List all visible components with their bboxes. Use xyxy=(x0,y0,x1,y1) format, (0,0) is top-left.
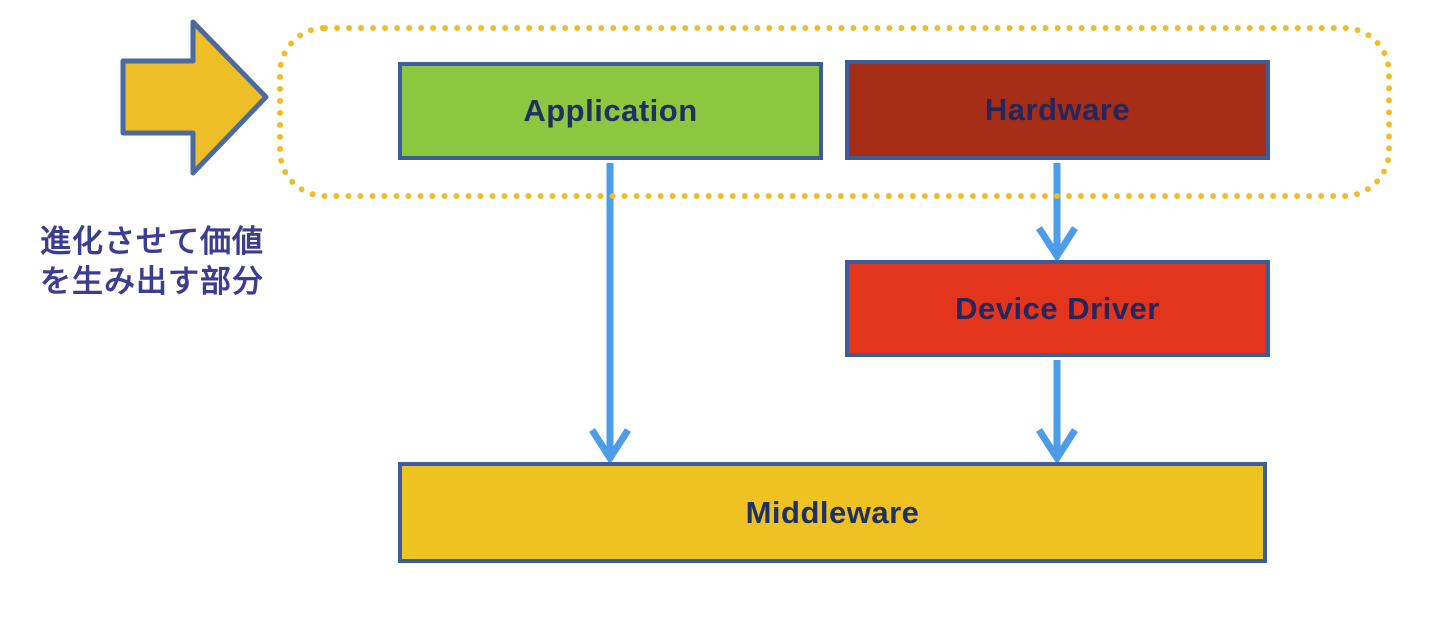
node-application: Application xyxy=(398,62,823,160)
big-right-arrow-icon xyxy=(120,19,269,176)
annotation-line-2: を生み出す部分 xyxy=(40,264,264,299)
evolution-highlight-outline xyxy=(277,25,1392,199)
arrow-application-to-middleware xyxy=(589,163,631,465)
arrow-device-driver-to-middleware xyxy=(1036,360,1078,465)
node-application-label: Application xyxy=(523,93,698,128)
node-middleware: Middleware xyxy=(398,462,1267,563)
node-hardware-label: Hardware xyxy=(984,92,1131,127)
node-device-driver: Device Driver xyxy=(845,260,1270,357)
node-device-driver-label: Device Driver xyxy=(955,290,1160,326)
annotation-line-1: 進化させて価値 xyxy=(40,224,264,259)
node-middleware-label: Middleware xyxy=(745,494,920,530)
node-hardware: Hardware xyxy=(845,60,1270,160)
annotation-text: 進化させて価値 を生み出す部分 xyxy=(40,222,264,302)
